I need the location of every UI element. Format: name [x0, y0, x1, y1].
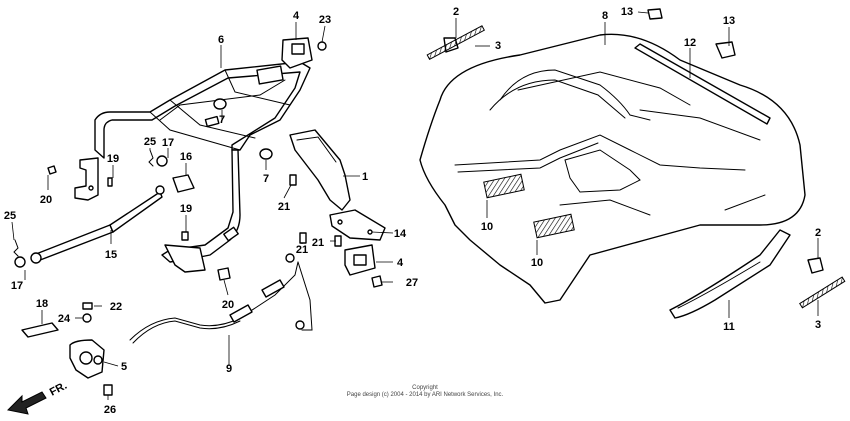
callout-10-upper: 10 — [481, 221, 493, 233]
callout-13-left: 13 — [621, 6, 633, 18]
callout-14: 14 — [394, 228, 407, 240]
callout-3-lower: 3 — [815, 319, 821, 331]
copyright-line: Copyright — [412, 385, 438, 391]
copyright-notice: Page design (c) 2004 - 2014 by ARI Netwo… — [346, 392, 504, 398]
lower-trim — [669, 229, 791, 319]
callout-20-lower: 20 — [222, 299, 234, 311]
callout-labels: 1 2 2 3 3 4 4 5 6 7 7 8 9 10 10 11 12 13… — [4, 6, 821, 416]
rubber-stopper-lower — [259, 148, 273, 160]
callout-2-lower: 2 — [815, 227, 821, 239]
callout-4-upper: 4 — [293, 10, 300, 22]
callout-20-left: 20 — [40, 194, 52, 206]
latch-cable — [129, 253, 313, 344]
callout-7-upper: 7 — [219, 114, 225, 126]
callout-2-upper: 2 — [453, 6, 459, 18]
callout-10-lower: 10 — [531, 257, 543, 269]
callout-11: 11 — [723, 321, 735, 333]
rear-fender-cover — [419, 33, 806, 304]
callout-12: 12 — [684, 37, 696, 49]
callout-8: 8 — [602, 10, 608, 22]
left-bracket — [74, 157, 99, 201]
callout-21-right: 21 — [312, 237, 324, 249]
callout-21-middle: 21 — [296, 244, 308, 256]
callout-9: 9 — [226, 363, 232, 375]
callout-25-left: 25 — [4, 210, 16, 222]
callout-13-right: 13 — [723, 15, 735, 27]
leader-lines — [11, 11, 819, 400]
callout-19-lower: 19 — [180, 203, 192, 215]
latch-lower — [289, 174, 386, 288]
callout-6: 6 — [218, 34, 224, 46]
callout-23: 23 — [319, 14, 331, 26]
callout-4-lower: 4 — [397, 257, 404, 269]
callout-1: 1 — [362, 171, 368, 183]
trim-strips — [426, 8, 846, 309]
callout-16: 16 — [180, 151, 192, 163]
latch-assembly — [21, 302, 113, 396]
callout-22: 22 — [110, 301, 122, 313]
callout-19-upper: 19 — [107, 153, 119, 165]
callout-7-lower: 7 — [263, 173, 269, 185]
rubber-stopper-upper — [213, 98, 227, 110]
stay-bracket — [289, 129, 351, 211]
callout-15: 15 — [105, 249, 117, 261]
callout-17-lower: 17 — [11, 280, 23, 292]
callout-21-upper: 21 — [278, 201, 290, 213]
gas-strut — [30, 185, 165, 264]
latch-upper — [281, 37, 327, 69]
callout-24: 24 — [58, 313, 71, 325]
callout-18: 18 — [36, 298, 48, 310]
callout-26: 26 — [104, 404, 116, 416]
small-parts-left — [13, 149, 231, 281]
callout-17-upper: 17 — [162, 137, 174, 149]
callout-27: 27 — [406, 277, 418, 289]
rear-carrier-frame — [94, 61, 311, 273]
callout-3-upper: 3 — [495, 40, 501, 52]
callout-25-upper: 25 — [144, 136, 156, 148]
callout-5: 5 — [121, 361, 127, 373]
